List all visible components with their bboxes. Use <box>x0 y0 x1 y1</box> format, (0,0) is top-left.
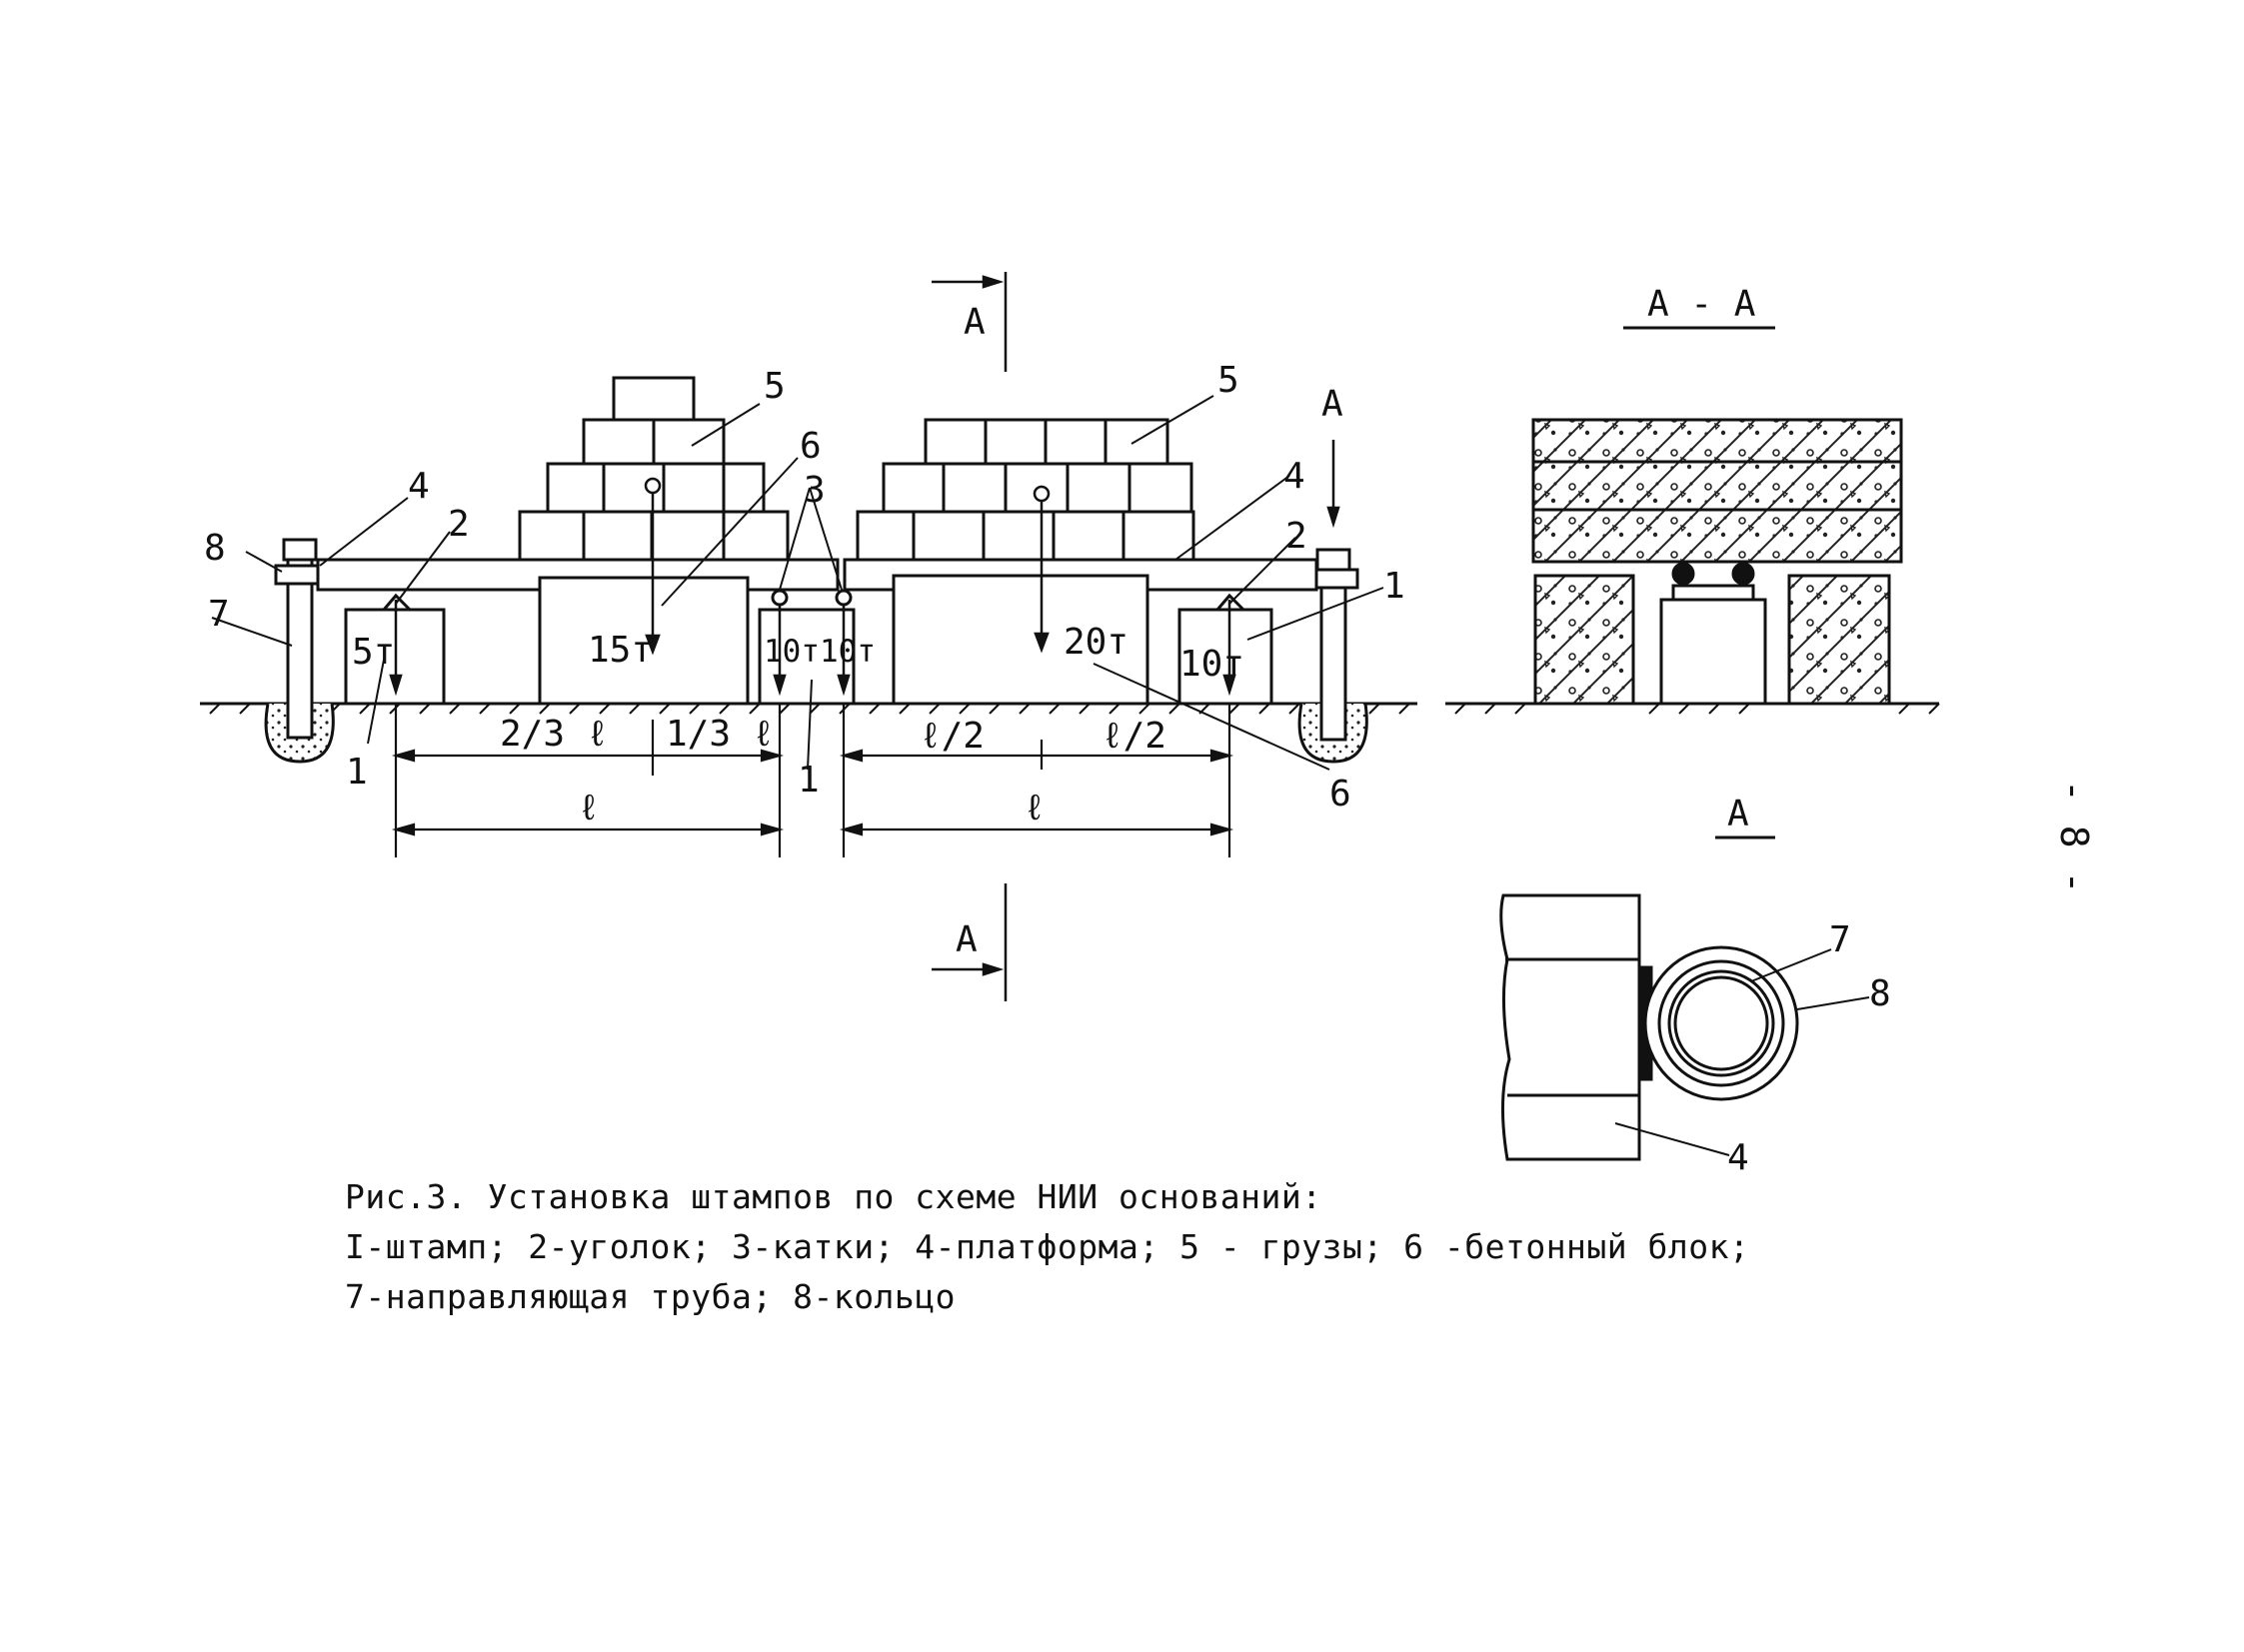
roller-left <box>771 589 789 607</box>
right-pipe-cap <box>1315 548 1351 572</box>
section-roller-left <box>1671 562 1695 586</box>
callout-3: 3 <box>804 470 826 511</box>
ground-hatch <box>209 703 1410 715</box>
callout-1-right: 1 <box>1383 566 1405 607</box>
load-left-outer: 5т <box>352 632 395 673</box>
page-number: - 8 - <box>2052 780 2096 893</box>
right-concrete-block <box>892 574 1149 706</box>
right-angle-plate <box>1215 593 1245 612</box>
view-pipe-inner <box>1673 975 1769 1071</box>
dim-two-thirds: 2/3 ℓ <box>500 714 608 755</box>
view-leader-7 <box>1750 948 1832 982</box>
callout-1-mid: 1 <box>798 760 820 801</box>
view-ring-outer <box>1643 945 1799 1101</box>
callout-7-left: 7 <box>208 594 230 635</box>
left-concrete-block <box>538 576 750 706</box>
load-right-block: 20т <box>1064 622 1128 663</box>
view-title: А <box>1727 794 1749 834</box>
left-pipe-cap <box>282 538 318 562</box>
callout-6-left: 6 <box>800 426 822 467</box>
cut-label-top: А <box>964 302 986 343</box>
callout-8-view: 8 <box>1869 973 1891 1014</box>
callout-2-left: 2 <box>448 504 470 545</box>
callout-4-left: 4 <box>408 466 430 507</box>
dim-half-left: ℓ/2 <box>920 716 985 757</box>
roller-right <box>835 589 853 607</box>
dim-half-right: ℓ/2 <box>1102 716 1166 757</box>
callout-4-view: 4 <box>1727 1137 1749 1178</box>
view-leader-4 <box>1614 1122 1730 1156</box>
load-right-outer: 10т <box>1179 644 1244 685</box>
view-platform <box>1499 893 1641 1161</box>
callout-5-left: 5 <box>764 366 786 407</box>
figure-caption-legend-2: 7-направляющая труба; 8-кольцо <box>345 1277 957 1316</box>
callout-7-view: 7 <box>1829 919 1851 960</box>
section-block-right <box>1787 574 1891 706</box>
cut-label-bottom: А <box>956 919 978 960</box>
right-outer-stamp <box>1177 608 1273 706</box>
dimension-lines <box>391 704 1234 857</box>
section-slab-top <box>1531 418 1903 464</box>
callout-4-right: 4 <box>1283 456 1305 497</box>
section-title: А - А <box>1647 284 1756 325</box>
callout-5-right: 5 <box>1217 360 1239 401</box>
section-cut-marks <box>932 272 1340 1001</box>
section-block-left <box>1533 574 1635 706</box>
section-stamp <box>1659 598 1767 706</box>
cut-label-right: А <box>1321 384 1343 425</box>
view-ring-inner <box>1657 959 1785 1087</box>
callout-2-right: 2 <box>1285 516 1307 557</box>
load-middle-pair: 10т10т <box>764 634 876 670</box>
callout-8-left: 8 <box>204 528 226 569</box>
section-bearing <box>1671 584 1755 602</box>
gravity-markers <box>389 477 1236 697</box>
load-left-block: 15т <box>588 630 653 671</box>
dim-span-left: ℓ <box>578 788 600 828</box>
middle-stamp <box>758 608 856 706</box>
view-pipe-outer <box>1667 969 1775 1077</box>
section-ground-hatch <box>1454 703 1940 715</box>
section-slab-middle <box>1531 460 1903 512</box>
left-angle-plate <box>382 593 412 612</box>
dim-span-right: ℓ <box>1024 788 1046 828</box>
callout-6-right: 6 <box>1329 774 1351 815</box>
figure-caption-legend-1: I-штамп; 2-уголок; 3-катки; 4-платформа;… <box>345 1227 1750 1266</box>
figure-caption-title: Рис.3. Установка штампов по схеме НИИ ос… <box>345 1177 1322 1216</box>
right-load-stack <box>856 418 1195 562</box>
callout-leaders <box>211 395 1384 771</box>
section-slab-bottom <box>1531 508 1903 564</box>
view-leader-8 <box>1796 996 1870 1010</box>
callout-1-left: 1 <box>346 752 368 793</box>
dim-one-third: 1/3 ℓ <box>666 714 774 755</box>
section-roller-right <box>1731 562 1755 586</box>
